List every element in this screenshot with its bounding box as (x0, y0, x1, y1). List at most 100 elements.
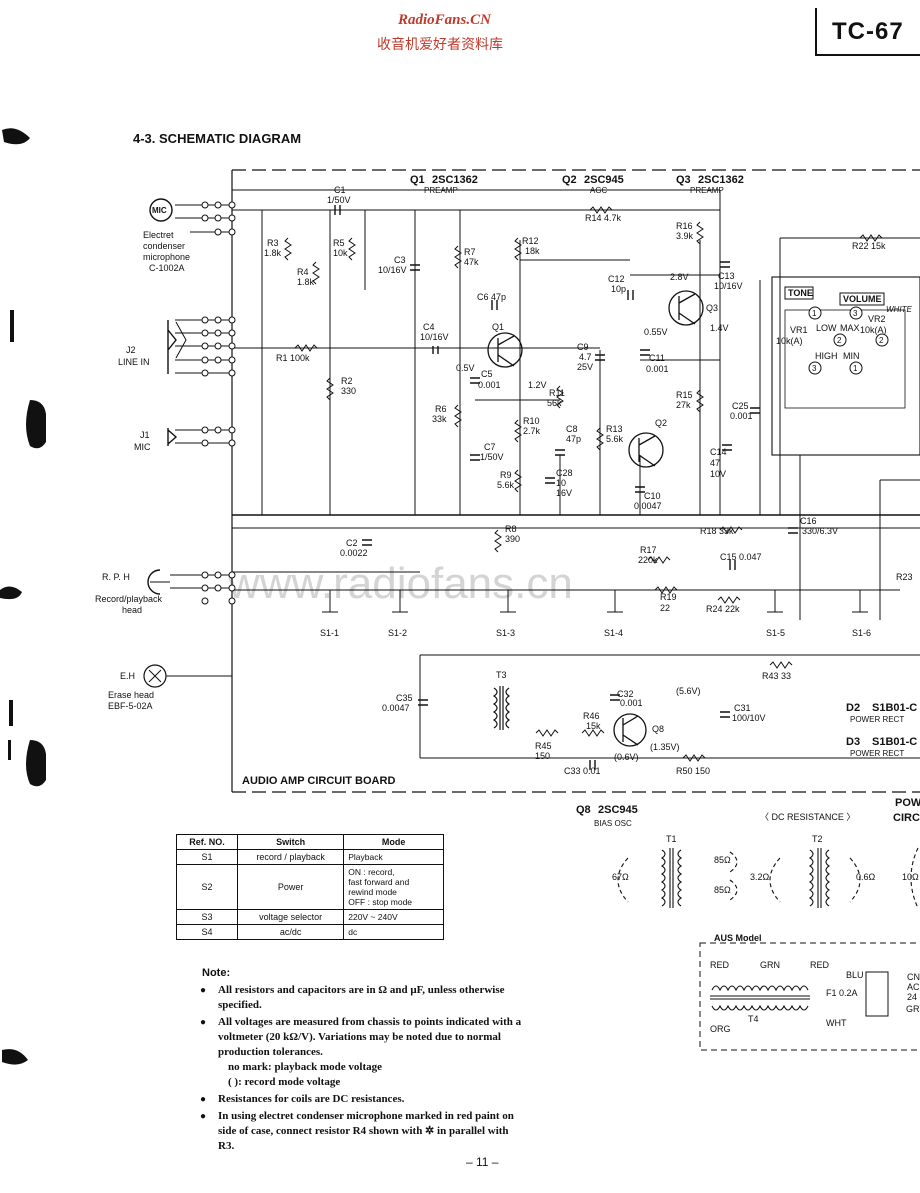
t3-label: T3 (496, 670, 507, 680)
q8-title: Q8 (576, 804, 591, 816)
switch-contacts (322, 590, 868, 613)
d2-ref: D2 (846, 702, 860, 714)
t2-label: T2 (812, 834, 823, 844)
q2-part: 2SC945 (584, 174, 624, 186)
q1-title: Q1 (410, 174, 425, 186)
t2-pri: 3.2Ω (750, 872, 770, 882)
aus-wire-red-1: RED (710, 960, 730, 970)
c1-val: 1/50V (327, 195, 351, 205)
r11-ref: R11 (549, 388, 565, 398)
aus-cn-2: AC (907, 982, 920, 992)
aus-wire-org: ORG (710, 1024, 731, 1034)
table-row: S2 Power ON : record, fast forward and r… (176, 864, 444, 910)
r7-val: 47k (464, 257, 479, 267)
q2-ref: Q2 (655, 418, 667, 428)
dc-resistance-transformers (617, 847, 919, 1011)
white-label: WHITE (886, 305, 912, 314)
c6-label: C6 47p (477, 292, 506, 302)
table-row: S3 voltage selector 220V ~ 240V (176, 909, 444, 925)
scan-edge-marks (0, 128, 46, 1065)
cell-mode: ON : record, fast forward and rewind mod… (343, 864, 444, 910)
c25-val: 0.001 (730, 411, 753, 421)
c14-val: 47 (710, 458, 720, 468)
c3-ref: C3 (394, 255, 406, 265)
v-q3-base: 0.55V (644, 327, 668, 337)
r46-ref: R46 (583, 711, 600, 721)
cell-switch: Power (236, 864, 345, 910)
v-q3-emitter: 1.4V (710, 323, 729, 333)
r12-val: 18k (525, 246, 540, 256)
c1-ref: C1 (334, 185, 346, 195)
r45-ref: R45 (535, 741, 552, 751)
mic-desc-4: C-1002A (149, 263, 185, 273)
aus-cn-1: CN (907, 972, 920, 982)
max-label: MAX (840, 323, 860, 333)
r17-val: 220k (638, 555, 658, 565)
switch-s1-4: S1-4 (604, 628, 623, 638)
switch-table-header: Ref. NO. Switch Mode (176, 834, 444, 850)
r13-val: 5.6k (606, 434, 624, 444)
aus-wire-red-2: RED (810, 960, 830, 970)
mic-symbol-label: MIC (152, 206, 167, 215)
c4-ref: C4 (423, 322, 435, 332)
q3-ref: Q3 (706, 303, 718, 313)
c16-ref: C16 (800, 516, 817, 526)
r4-ref: R4 (297, 267, 309, 277)
r6-val: 33k (432, 414, 447, 424)
r5-ref: R5 (333, 238, 345, 248)
q3-title: Q3 (676, 174, 691, 186)
aus-wire-gry: GRY (906, 1004, 920, 1014)
cell-switch: voltage selector (236, 909, 345, 925)
cell-mode: Playback (343, 849, 444, 865)
col-switch: Switch (236, 834, 345, 850)
r43-label: R43 33 (762, 671, 791, 681)
switch-table: Ref. NO. Switch Mode S1 record / playbac… (176, 834, 444, 940)
c3-val: 10/16V (378, 265, 407, 275)
aus-wire-wht: WHT (826, 1018, 847, 1028)
c11-ref: C11 (649, 353, 665, 363)
c5-val: 0.001 (478, 380, 501, 390)
r8-val: 390 (505, 534, 520, 544)
table-row: S4 ac/dc dc (176, 924, 444, 940)
mic-desc-3: microphone (143, 252, 190, 262)
r15-ref: R15 (676, 390, 693, 400)
c33-label: C33 0.01 (564, 766, 601, 776)
board-outline (231, 169, 920, 793)
q1-ref: Q1 (492, 322, 504, 332)
t2-sec: 0.6Ω (856, 872, 876, 882)
j1-desc: MIC (134, 442, 151, 452)
rph-label: R. P. H (102, 572, 130, 582)
r23-label: R23 (896, 572, 913, 582)
svg-text:3: 3 (853, 309, 858, 318)
cell-mode: 220V ~ 240V (343, 909, 444, 925)
r9-val: 5.6k (497, 480, 515, 490)
q2-role: AGC (590, 186, 608, 195)
vr1-ref: VR1 (790, 325, 808, 335)
r24-label: R24 22k (706, 604, 740, 614)
c14-ref: C14 (710, 447, 727, 457)
r17-ref: R17 (640, 545, 657, 555)
watermark-cn: 收音机爱好者资料库 (377, 37, 503, 53)
vr1-val: 10k(A) (776, 336, 803, 346)
q1-role: PREAMP (424, 186, 458, 195)
c13-val: 10/16V (714, 281, 743, 291)
r16-val: 3.9k (676, 231, 694, 241)
r13-ref: R13 (606, 424, 623, 434)
switch-s1-3: S1-3 (496, 628, 515, 638)
erase-head: E.H Erase head EBF-5-02A (108, 664, 232, 711)
c14-volt: 10V (710, 469, 726, 479)
q3-role: PREAMP (690, 186, 724, 195)
section-title: 4-3. SCHEMATIC DIAGRAM (133, 131, 302, 146)
low-label: LOW (816, 323, 837, 333)
j2-desc: LINE IN (118, 357, 150, 367)
c16-val: 330/6.3V (802, 526, 838, 536)
r4-val: 1.8k (297, 277, 315, 287)
rph-head: R. P. H Record/playback head (95, 569, 170, 615)
notes: Note: All resistors and capacitors are i… (196, 966, 526, 1154)
c12-ref: C12 (608, 274, 625, 284)
c9-ref: C9 (577, 342, 589, 352)
r2-ref: R2 (341, 376, 353, 386)
cell-switch: record / playback (236, 849, 345, 865)
mic-desc-2: condenser (143, 241, 185, 251)
